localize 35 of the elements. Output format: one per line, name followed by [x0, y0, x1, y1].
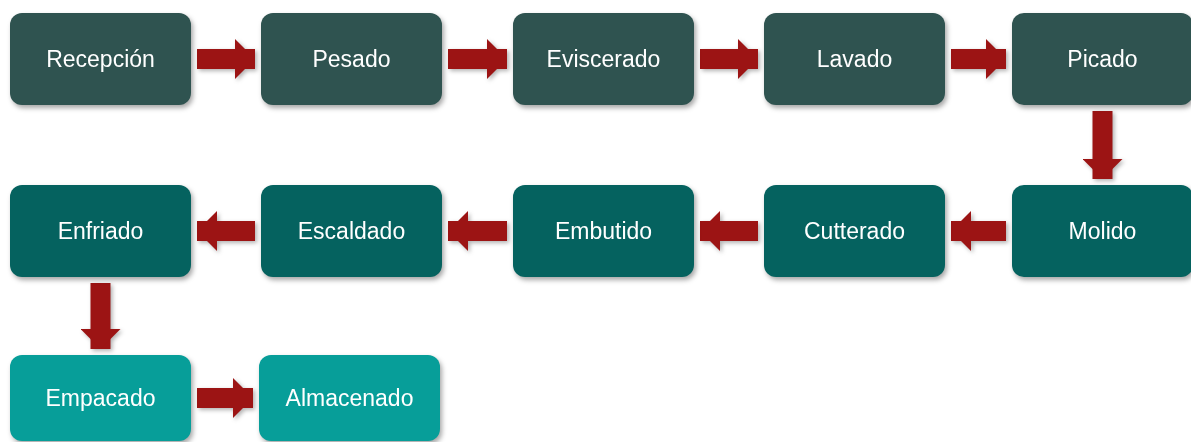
process-box [10, 13, 191, 105]
process-box [513, 185, 694, 277]
step-label: Eviscerado [546, 45, 661, 73]
block-arrow [197, 39, 255, 79]
step-label: Cutterado [804, 217, 905, 245]
step-label: Embutido [554, 217, 653, 245]
process-box [261, 185, 442, 277]
block-arrow [197, 378, 253, 418]
block-arrow [700, 211, 758, 251]
block-arrow [700, 39, 758, 79]
process-box [10, 355, 191, 441]
process-box [261, 13, 442, 105]
step-label: Lavado [816, 45, 893, 73]
block-arrow [80, 283, 121, 349]
step-label: Recepción [46, 45, 155, 73]
step-label: Empacado [45, 384, 156, 412]
process-box [764, 185, 945, 277]
process-box [259, 355, 440, 441]
step-label: Picado [1067, 45, 1138, 73]
process-box [764, 13, 945, 105]
step-label: Molido [1068, 217, 1137, 245]
block-arrow [448, 211, 507, 251]
process-box [513, 13, 694, 105]
process-box [1012, 185, 1191, 277]
process-box [1012, 13, 1191, 105]
step-label: Pesado [312, 45, 391, 73]
block-arrow [197, 211, 255, 251]
block-arrow [448, 39, 507, 79]
block-arrow [951, 39, 1006, 79]
step-label: Escaldado [297, 217, 406, 245]
block-arrow [1082, 111, 1123, 179]
process-box [10, 185, 191, 277]
step-label: Almacenado [285, 384, 414, 412]
block-arrow [951, 211, 1006, 251]
step-label: Enfriado [57, 217, 144, 245]
